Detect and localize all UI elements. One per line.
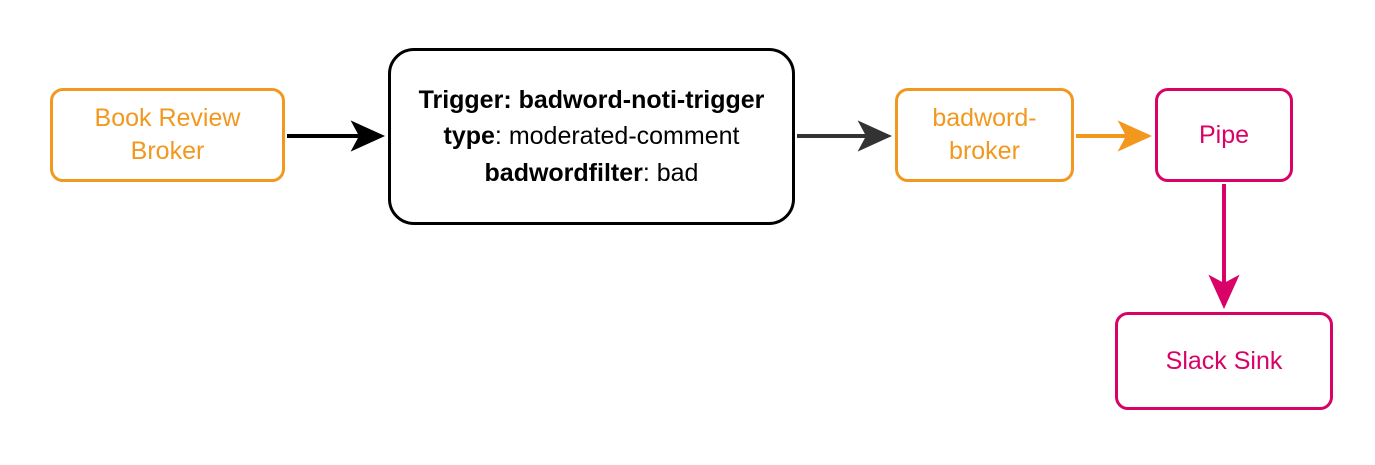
trigger-lines: Trigger: badword-noti-trigger type: mode… xyxy=(401,82,783,191)
node-slack-sink-label: Slack Sink xyxy=(1165,346,1283,375)
trigger-badwordfilter-key: badwordfilter xyxy=(484,158,643,187)
trigger-name-text: Trigger: badword-noti-trigger xyxy=(418,86,765,115)
node-badword-broker-label: badword- broker xyxy=(932,104,1037,165)
node-pipe-label: Pipe xyxy=(1198,120,1250,149)
trigger-type-value: : moderated-comment xyxy=(494,122,740,151)
node-badword-broker[interactable]: badword- broker xyxy=(895,88,1074,182)
trigger-line-badwordfilter: badwordfilter: bad xyxy=(419,155,765,191)
node-pipe[interactable]: Pipe xyxy=(1155,88,1293,182)
trigger-badwordfilter-value: : bad xyxy=(642,158,699,187)
node-trigger[interactable]: Trigger: badword-noti-trigger type: mode… xyxy=(388,48,795,225)
node-book-review-broker-label: Book Review Broker xyxy=(94,104,241,165)
trigger-line-name: Trigger: badword-noti-trigger xyxy=(419,82,765,118)
node-book-review-broker[interactable]: Book Review Broker xyxy=(50,88,285,182)
trigger-line-type: type: moderated-comment xyxy=(419,118,765,154)
node-slack-sink[interactable]: Slack Sink xyxy=(1115,312,1333,410)
trigger-type-key: type xyxy=(443,122,495,151)
